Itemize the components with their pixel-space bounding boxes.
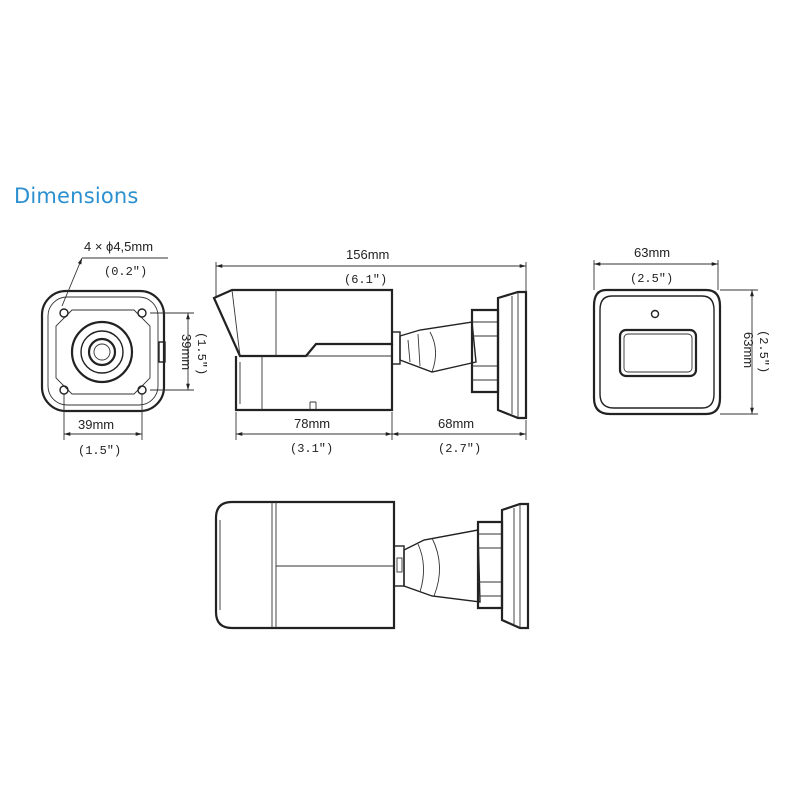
lens-view: 63mm (2.5") 63mm (2.5"): [592, 245, 770, 416]
ball-joint-outer: [70, 320, 134, 384]
sunshield-outline: [212, 288, 394, 358]
front-view: 4 × ϕ4,5mm (0.2") 39mm (1.5") 39mm (1.5"…: [40, 239, 208, 458]
rear-cap: [391, 331, 401, 365]
ball-joint-mid: [80, 330, 124, 374]
bracket-length-mm: 68mm: [438, 416, 474, 431]
front-width-inches: (1.5"): [78, 444, 121, 458]
mount-base-outline: [40, 289, 166, 413]
bracket-length-inches: (2.7"): [438, 442, 481, 456]
bottom-rear-cap: [393, 545, 405, 587]
hole-label-inches: (0.2"): [104, 265, 147, 279]
bottom-view: [214, 500, 530, 630]
lens-view-housing: [592, 288, 722, 416]
camera-body-outline: [234, 344, 394, 412]
side-view: 156mm (6.1") 78mm (3.1") 68mm (2.7"): [212, 247, 528, 456]
lens-view-height-inches: (2.5"): [756, 330, 770, 373]
bracket-arm: [399, 321, 477, 373]
lens-view-width-inches: (2.5"): [630, 272, 673, 286]
front-height-inches: (1.5"): [194, 332, 208, 375]
overall-length-mm: 156mm: [346, 247, 389, 262]
screw-hole-top-left: [59, 308, 69, 318]
body-length-mm: 78mm: [294, 416, 330, 431]
lens-view-width-mm: 63mm: [634, 245, 670, 260]
dimensions-heading: Dimensions: [14, 184, 139, 208]
cable-notch: [158, 341, 166, 363]
overall-length-inches: (6.1"): [344, 273, 387, 287]
screw-hole-top-right: [137, 308, 147, 318]
light-sensor: [650, 309, 660, 319]
hole-label: 4 × ϕ4,5mm: [84, 239, 153, 254]
bottom-view-body: [214, 500, 396, 630]
lens-window: [618, 328, 698, 378]
hole-leader-line: [61, 257, 83, 307]
front-width-mm: 39mm: [78, 417, 114, 432]
screw-hole-bottom-right: [137, 385, 147, 395]
screw-hole-bottom-left: [59, 385, 69, 395]
ball-joint-center: [87, 337, 117, 367]
front-height-mm: 39mm: [179, 334, 194, 370]
mount-base-inner: [47, 296, 159, 406]
bottom-bracket-joint: [476, 520, 504, 610]
body-length-inches: (3.1"): [290, 442, 333, 456]
lens-view-bezel: [599, 295, 715, 409]
lens-view-height-mm: 63mm: [741, 332, 756, 368]
bottom-bracket-arm: [403, 529, 481, 603]
bottom-wall-plate: [500, 502, 530, 630]
